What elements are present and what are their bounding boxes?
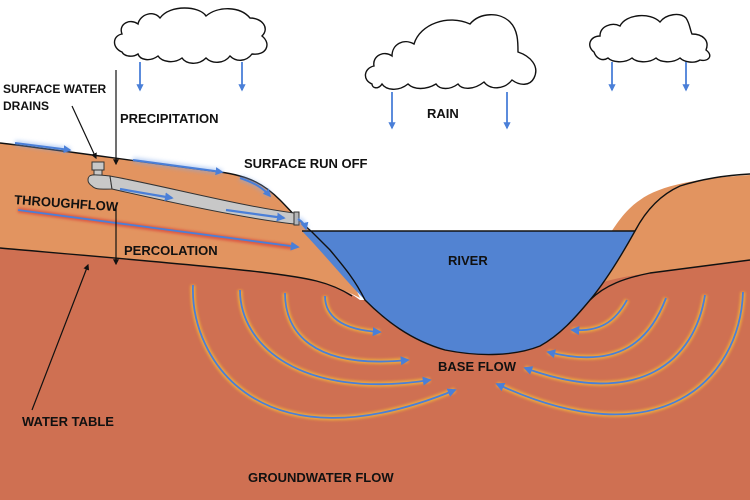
drains-pointer xyxy=(71,105,97,160)
river xyxy=(302,231,635,355)
groundwater-arc xyxy=(192,284,457,419)
precipitation-label: PRECIPITATION xyxy=(120,111,218,126)
water-table-label: WATER TABLE xyxy=(22,414,114,429)
groundwater-arc xyxy=(523,294,706,385)
water-table-pointer xyxy=(31,263,90,411)
right-cloud xyxy=(589,13,711,63)
water-table-line-right xyxy=(589,259,750,301)
throughflow-label: THROUGHFLOW xyxy=(14,192,120,214)
river-label: RIVER xyxy=(448,253,488,268)
surface-water-drains-label-2: DRAINS xyxy=(3,99,49,113)
left-groundwater-arcs xyxy=(190,284,457,421)
groundwater-arc xyxy=(239,289,432,386)
percolation-label: PERCOLATION xyxy=(124,243,218,258)
rain-arrows xyxy=(136,62,690,130)
left-cloud xyxy=(113,7,268,64)
right-groundwater-arcs xyxy=(495,291,746,417)
base-flow-label: BASE FLOW xyxy=(438,359,517,374)
throughflow-arrow xyxy=(17,207,300,251)
groundwater-arc xyxy=(570,299,628,335)
groundwater-arc xyxy=(495,291,744,416)
middle-cloud xyxy=(364,14,537,90)
drain-pipe xyxy=(87,161,300,226)
left-ground-outline xyxy=(0,142,750,356)
groundwater-flow-label: GROUNDWATER FLOW xyxy=(248,470,394,485)
rain-label: RAIN xyxy=(427,106,459,121)
groundwater-arc xyxy=(324,295,382,337)
groundwater-arc xyxy=(284,292,410,366)
surface-run-off-label: SURFACE RUN OFF xyxy=(244,156,368,171)
groundwater-arc xyxy=(546,297,667,359)
surface-runoff-arrows xyxy=(14,140,309,231)
surface-water-drains-label: SURFACE WATER xyxy=(3,82,106,96)
water-table-line xyxy=(0,247,353,297)
